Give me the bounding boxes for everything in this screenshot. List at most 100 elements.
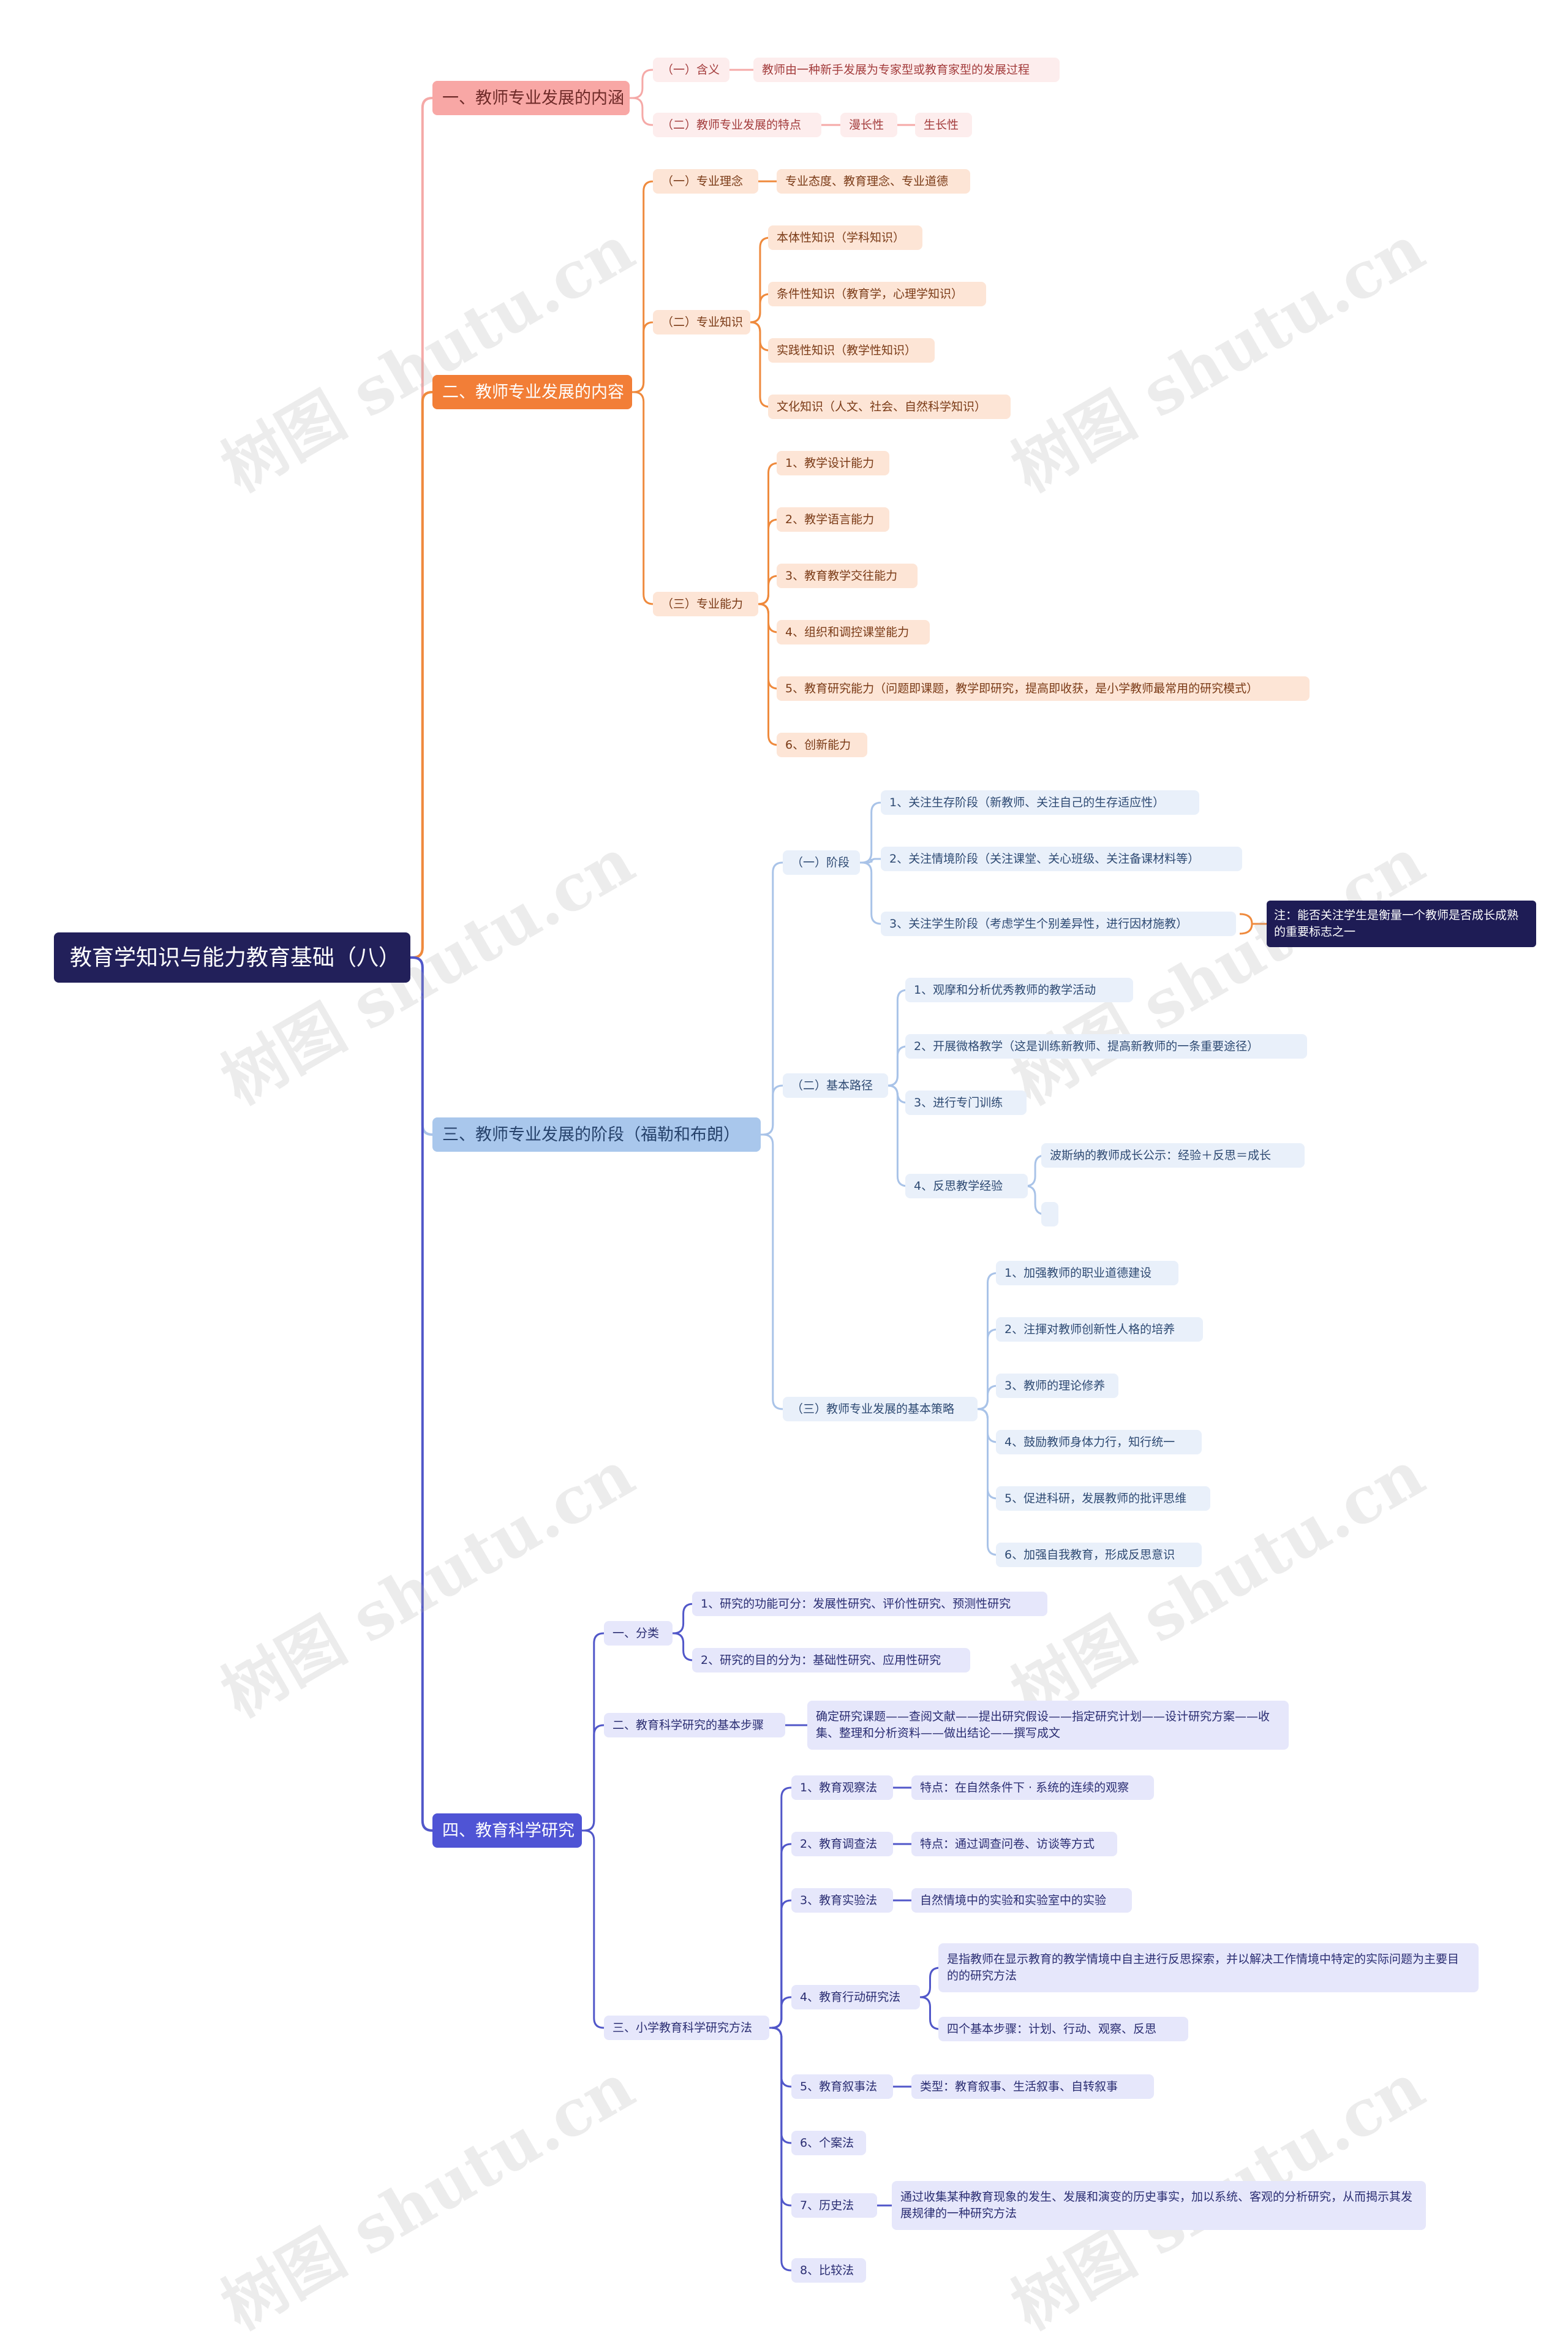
connector-line	[769, 1786, 791, 2029]
branch-2-item-2[interactable]: （二）专业知识	[653, 310, 750, 334]
connector-line	[750, 321, 771, 408]
branch-3-item-1-child-1[interactable]: 1、关注生存阶段（新教师、关注自己的生存适应性）	[881, 790, 1199, 815]
connector-line	[769, 2027, 791, 2272]
branch-2-item-3-child-6[interactable]: 6、创新能力	[777, 733, 867, 757]
branch-4-topic[interactable]: 四、教育科学研究	[432, 1813, 582, 1848]
connector-line	[410, 391, 432, 959]
branch-1-item-1[interactable]: （一）含义	[653, 58, 729, 82]
connector-line	[860, 801, 881, 864]
connector-line	[978, 1408, 998, 1556]
branch-2-item-3[interactable]: （三）专业能力	[653, 592, 758, 616]
branch-4-item-3-child-4-sub-2[interactable]: 四个基本步骤：计划、行动、观察、反思	[938, 2017, 1188, 2041]
connector-line	[630, 69, 653, 99]
connector-line	[582, 1829, 604, 2029]
branch-3-item-3-child-2[interactable]: 2、注揮对教师创新性人格的培养	[996, 1317, 1203, 1342]
connector-line	[761, 861, 783, 1136]
branch-2-topic[interactable]: 二、教师专业发展的内容	[432, 375, 632, 409]
branch-3-item-1[interactable]: （一）阶段	[783, 850, 860, 875]
branch-2-item-3-child-2[interactable]: 2、教学语言能力	[777, 507, 889, 532]
connector-line	[860, 858, 881, 864]
branch-4-item-3-child-5[interactable]: 5、教育叙事法	[791, 2074, 893, 2099]
branch-3-item-2-child-2[interactable]: 2、开展微格教学（这是训练新教师、提高新教师的一条重要途径）	[905, 1034, 1307, 1059]
branch-1-topic[interactable]: 一、教师专业发展的内涵	[432, 81, 630, 115]
branch-4-item-1-child-1[interactable]: 1、研究的功能可分：发展性研究、评价性研究、预测性研究	[692, 1592, 1047, 1616]
branch-2-item-3-child-3[interactable]: 3、教育教学交往能力	[777, 564, 918, 588]
connector-line	[761, 1133, 783, 1410]
branch-3-item-2-child-1[interactable]: 1、观摩和分析优秀教师的教学活动	[905, 978, 1133, 1002]
branch-3-item-3-child-6[interactable]: 6、加强自我教育，形成反思意识	[996, 1543, 1202, 1567]
connector-line	[920, 1996, 940, 2030]
branch-1-item-2-child-1[interactable]: 漫长性	[840, 113, 897, 137]
branch-2-item-1-child-1[interactable]: 专业态度、教育理念、专业道德	[777, 169, 970, 194]
branch-3-item-2-child-3[interactable]: 3、进行专门训练	[905, 1090, 1027, 1115]
connector-line	[410, 956, 432, 1832]
branch-1-item-2[interactable]: （二）教师专业发展的特点	[653, 113, 821, 137]
branch-2-item-2-child-2[interactable]: 条件性知识（教育学，心理学知识）	[768, 282, 986, 306]
branch-2-item-1[interactable]: （一）专业理念	[653, 169, 758, 194]
branch-4-item-3-child-4-sub-1[interactable]: 是指教师在显示教育的教学情境中自主进行反思探索，并以解决工作情境中特定的实际问题…	[938, 1943, 1479, 1992]
branch-2-item-2-child-3[interactable]: 实践性知识（教学性知识）	[768, 338, 935, 363]
connector-line	[860, 861, 881, 925]
branch-1-item-1-child-1[interactable]: 教师由一种新手发展为专家型或教育家型的发展过程	[753, 58, 1060, 82]
branch-4-item-3-child-6[interactable]: 6、个案法	[791, 2131, 866, 2155]
branch-2-item-2-child-4[interactable]: 文化知识（人文、社会、自然科学知识）	[768, 395, 1011, 419]
branch-3-item-1-child-2[interactable]: 2、关注情境阶段（关注课堂、关心班级、关注备课材料等）	[881, 847, 1242, 871]
connector-line	[978, 1385, 998, 1410]
branch-4-item-3-child-1-sub-1[interactable]: 特点：在自然条件下 · 系统的连续的观察	[911, 1775, 1154, 1800]
branch-4-item-2-child-1[interactable]: 确定研究课题——查阅文献——提出研究假设——指定研究计划——设计研究方案——收集…	[807, 1701, 1289, 1750]
connector-line	[769, 2027, 791, 2207]
root-topic[interactable]: 教育学知识与能力教育基础（八）	[54, 932, 410, 983]
branch-4-item-3-child-7[interactable]: 7、历史法	[791, 2193, 877, 2218]
branch-2-item-3-child-5[interactable]: 5、教育研究能力（问题即课题，教学即研究，提高即收获，是小学教师最常用的研究模式…	[777, 676, 1310, 701]
branch-4-item-3-child-2-sub-1[interactable]: 特点：通过调查问卷、访谈等方式	[911, 1832, 1117, 1856]
connector-line	[888, 1045, 908, 1087]
connector-line	[632, 321, 654, 393]
branch-3-item-2-child-4-sub-2[interactable]	[1041, 1202, 1058, 1226]
branch-4-item-3-child-1[interactable]: 1、教育观察法	[791, 1775, 893, 1800]
branch-2-item-2-child-1[interactable]: 本体性知识（学科知识）	[768, 225, 922, 250]
connector-line	[888, 1084, 908, 1187]
branch-2-item-3-child-4[interactable]: 4、组织和调控课堂能力	[777, 620, 930, 644]
branch-3-item-1-child-3[interactable]: 3、关注学生阶段（考虑学生个别差异性，进行因材施教）	[881, 912, 1236, 936]
connector-line	[769, 1996, 791, 2029]
branch-3-item-2-child-4[interactable]: 4、反思教学经验	[905, 1174, 1028, 1198]
branch-4-item-2[interactable]: 二、教育科学研究的基本步骤	[604, 1713, 785, 1737]
branch-3-topic[interactable]: 三、教师专业发展的阶段（福勒和布朗）	[432, 1117, 761, 1152]
connector-line	[630, 97, 653, 126]
connector-line	[582, 1632, 604, 1832]
connector-line	[758, 575, 778, 605]
branch-4-item-1-child-2[interactable]: 2、研究的目的分为：基础性研究、应用性研究	[692, 1648, 970, 1672]
branch-4-item-3-child-8[interactable]: 8、比较法	[791, 2258, 866, 2283]
branch-4-item-3[interactable]: 三、小学教育科学研究方法	[604, 2016, 769, 2040]
branch-4-item-3-child-2[interactable]: 2、教育调查法	[791, 1832, 893, 1856]
connector-line	[769, 1899, 791, 2029]
branch-4-item-1[interactable]: 一、分类	[604, 1621, 673, 1646]
branch-3-item-2-child-4-sub-1[interactable]: 波斯纳的教师成长公示：经验＋反思＝成长	[1041, 1143, 1305, 1168]
branch-3-item-2[interactable]: （二）基本路径	[783, 1073, 888, 1098]
connector-line	[673, 1632, 693, 1661]
branch-3-item-3-child-1[interactable]: 1、加强教师的职业道德建设	[996, 1261, 1178, 1285]
annotation-bracket	[1239, 913, 1267, 935]
connector-line	[1025, 1185, 1046, 1215]
connector-line	[769, 2027, 791, 2088]
connector-line	[758, 603, 778, 746]
branch-4-item-3-child-4[interactable]: 4、教育行动研究法	[791, 1985, 920, 2009]
connector-line	[582, 1724, 604, 1832]
branch-1-item-2-child-2[interactable]: 生长性	[915, 113, 972, 137]
branch-3-item-3[interactable]: （三）教师专业发展的基本策略	[783, 1397, 978, 1421]
connector-line	[750, 293, 771, 323]
branch-3-item-3-child-4[interactable]: 4、鼓励教师身体力行，知行统一	[996, 1430, 1202, 1454]
annotation-note[interactable]: 注：能否关注学生是衡量一个教师是否成长成熟的重要标志之一	[1267, 901, 1536, 947]
branch-2-item-3-child-1[interactable]: 1、教学设计能力	[777, 451, 889, 475]
branch-3-item-3-child-3[interactable]: 3、教师的理论修养	[996, 1374, 1118, 1398]
connector-line	[769, 1843, 791, 2029]
connector-line	[920, 1967, 940, 1998]
branch-4-item-3-child-3[interactable]: 3、教育实验法	[791, 1888, 893, 1913]
connector-line	[1025, 1154, 1046, 1187]
branch-3-item-3-child-5[interactable]: 5、促进科研，发展教师的批评思维	[996, 1486, 1210, 1511]
branch-4-item-3-child-3-sub-1[interactable]: 自然情境中的实验和实验室中的实验	[911, 1888, 1132, 1913]
branch-4-item-3-child-7-sub-1[interactable]: 通过收集某种教育现象的发生、发展和演变的历史事实，加以系统、客观的分析研究，从而…	[892, 2181, 1426, 2230]
connector-line	[632, 391, 654, 605]
branch-4-item-3-child-5-sub-1[interactable]: 类型：教育叙事、生活叙事、自转叙事	[911, 2074, 1154, 2099]
